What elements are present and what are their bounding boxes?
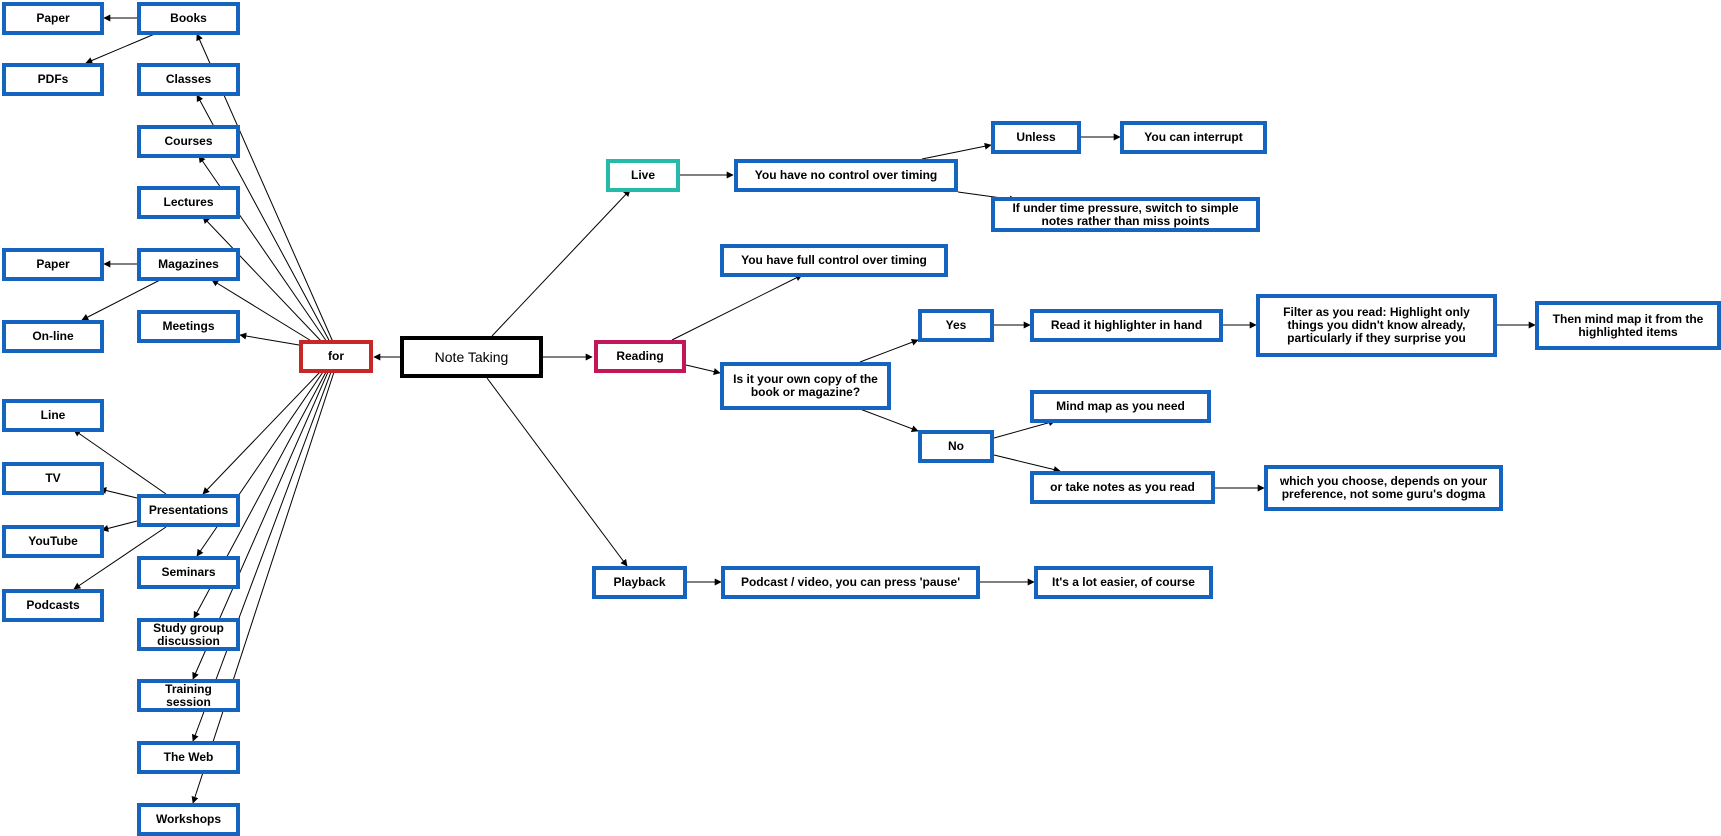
note-taking-node[interactable]: Note Taking <box>400 336 543 378</box>
podcasts-node[interactable]: Podcasts <box>2 589 104 622</box>
seminars-node[interactable]: Seminars <box>137 556 240 589</box>
podcast-pause-node[interactable]: Podcast / video, you can press 'pause' <box>721 566 980 599</box>
own-copy-node[interactable]: Is it your own copy of the book or magaz… <box>720 362 891 410</box>
easier-node[interactable]: It's a lot easier, of course <box>1034 566 1213 599</box>
live-node[interactable]: Live <box>606 159 680 192</box>
reading-node[interactable]: Reading <box>594 340 686 373</box>
classes-node[interactable]: Classes <box>137 63 240 96</box>
time-pressure-node[interactable]: If under time pressure, switch to simple… <box>991 197 1260 232</box>
mind-map-items-node[interactable]: Then mind map it from the highlighted it… <box>1535 301 1721 350</box>
connector-arrow <box>73 429 167 495</box>
take-notes-node[interactable]: or take notes as you read <box>1030 471 1215 504</box>
which-choose-node[interactable]: which you choose, depends on your prefer… <box>1264 465 1503 511</box>
line-node[interactable]: Line <box>2 399 104 432</box>
connector-arrow <box>921 142 992 160</box>
connector-arrow <box>202 216 323 343</box>
lectures-node[interactable]: Lectures <box>137 186 240 219</box>
magazines-node[interactable]: Magazines <box>137 248 240 281</box>
connector-arrow <box>993 454 1061 473</box>
presentations-node[interactable]: Presentations <box>137 494 240 527</box>
connector-arrow <box>859 338 919 363</box>
connector-arrow <box>993 419 1056 439</box>
connector-arrow <box>73 526 167 590</box>
can-interrupt-node[interactable]: You can interrupt <box>1120 121 1267 154</box>
pdfs-node[interactable]: PDFs <box>2 63 104 96</box>
no-node[interactable]: No <box>918 430 994 463</box>
connector-arrow <box>859 408 919 433</box>
online-node[interactable]: On-line <box>2 320 104 353</box>
training-node[interactable]: Training session <box>137 679 240 712</box>
books-node[interactable]: Books <box>137 2 240 35</box>
paper-mag-node[interactable]: Paper <box>2 248 104 281</box>
tv-node[interactable]: TV <box>2 462 104 495</box>
full-control-node[interactable]: You have full control over timing <box>720 244 948 277</box>
workshops-node[interactable]: Workshops <box>137 803 240 836</box>
connector-arrow <box>491 189 631 337</box>
paper-books-node[interactable]: Paper <box>2 2 104 35</box>
for-node[interactable]: for <box>299 340 373 373</box>
study-group-node[interactable]: Study group discussion <box>137 618 240 651</box>
courses-node[interactable]: Courses <box>137 125 240 158</box>
connector-arrow <box>99 487 138 499</box>
connector-arrow <box>202 371 321 495</box>
connector-arrow <box>211 279 314 343</box>
mind-map-need-node[interactable]: Mind map as you need <box>1030 390 1211 423</box>
connector-arrow <box>85 32 158 64</box>
meetings-node[interactable]: Meetings <box>137 310 240 343</box>
filter-node[interactable]: Filter as you read: Highlight only thing… <box>1256 294 1497 357</box>
unless-node[interactable]: Unless <box>991 121 1081 154</box>
yes-node[interactable]: Yes <box>918 309 994 342</box>
connector-arrow <box>81 279 161 321</box>
connector-arrow <box>486 377 628 567</box>
the-web-node[interactable]: The Web <box>137 741 240 774</box>
playback-node[interactable]: Playback <box>592 566 687 599</box>
connector-arrow <box>101 520 138 532</box>
no-control-node[interactable]: You have no control over timing <box>734 159 958 192</box>
highlighter-node[interactable]: Read it highlighter in hand <box>1030 309 1223 342</box>
connector-arrow <box>685 364 721 375</box>
connector-arrow <box>191 371 335 804</box>
youtube-node[interactable]: YouTube <box>2 525 104 558</box>
connector-arrow <box>671 274 803 341</box>
connector-arrow <box>239 332 300 346</box>
